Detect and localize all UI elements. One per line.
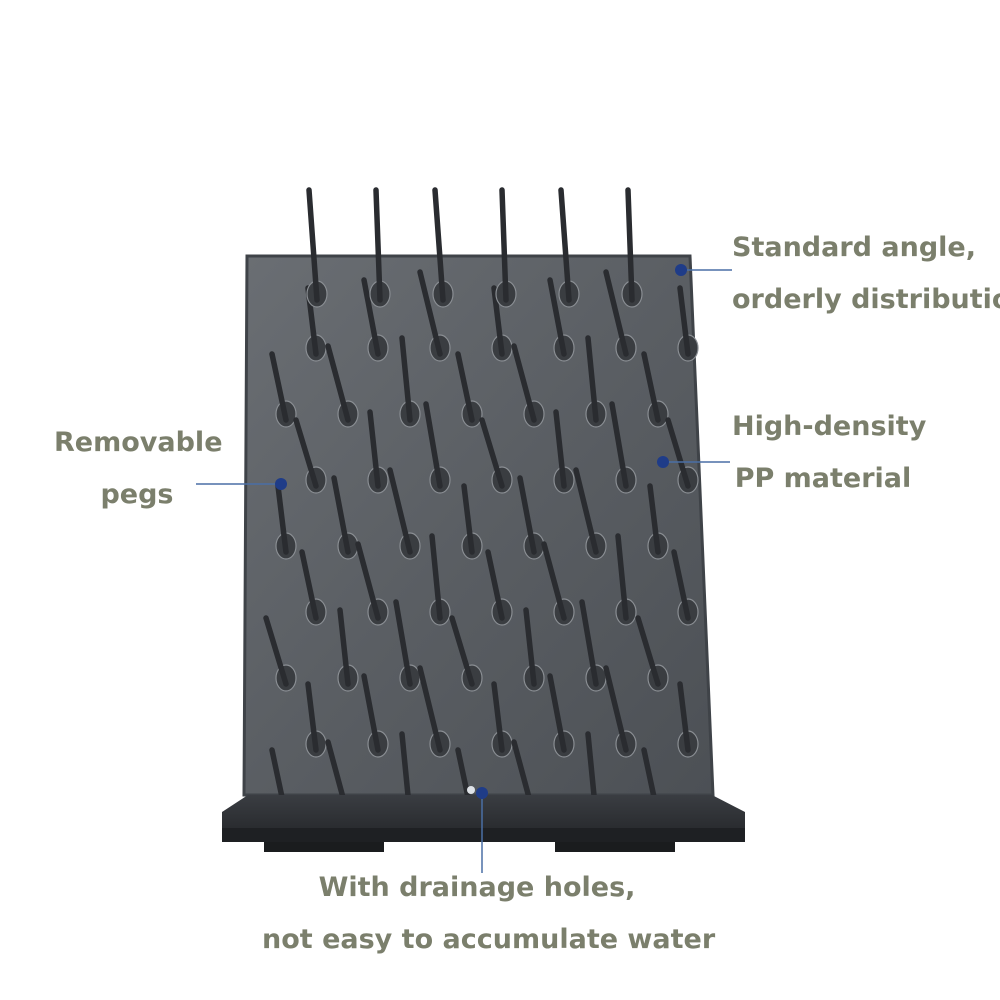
top-peg	[495, 187, 517, 308]
peg	[367, 409, 389, 494]
peg	[677, 681, 699, 758]
peg	[671, 549, 699, 626]
callout-drainage-line1: With drainage holes,	[318, 872, 636, 903]
marker-dot-standard-angle	[675, 264, 687, 276]
peg	[517, 475, 545, 560]
peg	[609, 401, 637, 494]
peg	[573, 467, 607, 560]
marker-dot-high-density	[657, 456, 669, 468]
peg	[677, 285, 699, 362]
callout-removable-pegs-line1: Removable	[54, 427, 223, 458]
peg	[647, 483, 669, 560]
peg	[665, 417, 699, 494]
peg	[417, 665, 451, 758]
peg	[325, 343, 359, 428]
callout-high-density: High-density PP material	[732, 401, 927, 505]
peg	[337, 607, 359, 692]
peg	[461, 483, 483, 560]
peg	[511, 343, 545, 428]
peg	[361, 673, 389, 758]
peg	[423, 401, 451, 494]
peg	[455, 351, 483, 428]
peg	[491, 681, 513, 758]
callout-standard-angle: Standard angle, orderly distribution	[732, 222, 1000, 326]
marker-dot-drainage	[476, 787, 488, 799]
callout-high-density-line1: High-density	[732, 411, 927, 442]
callout-standard-angle-line2: orderly distribution	[732, 284, 1000, 315]
peg	[269, 351, 297, 428]
peg	[449, 615, 483, 692]
peg	[429, 533, 451, 626]
peg	[485, 549, 513, 626]
peg	[603, 665, 637, 758]
peg	[355, 541, 389, 626]
top-peg	[432, 187, 454, 308]
peg	[585, 335, 607, 428]
top-peg	[306, 187, 328, 308]
peg	[393, 599, 421, 692]
peg	[417, 269, 451, 362]
peg	[547, 277, 575, 362]
marker-dot-removable-pegs	[275, 478, 287, 490]
peg	[523, 607, 545, 692]
callout-removable-pegs-line2: pegs	[100, 479, 174, 510]
drip-tray-lip	[222, 828, 745, 842]
callout-drainage: With drainage holes, not easy to accumul…	[262, 862, 716, 966]
peg	[641, 351, 669, 428]
peg	[491, 285, 513, 362]
tray-foot-left	[264, 842, 384, 852]
peg-grid	[263, 269, 699, 824]
callout-removable-pegs: Removable pegs	[54, 417, 223, 521]
peg	[331, 475, 359, 560]
peg	[547, 673, 575, 758]
peg	[275, 483, 297, 560]
peg	[479, 417, 513, 494]
peg	[603, 269, 637, 362]
peg	[635, 615, 669, 692]
top-peg-row	[306, 187, 643, 308]
peg	[361, 277, 389, 362]
top-peg	[558, 187, 580, 308]
peg	[399, 335, 421, 428]
peg	[387, 467, 421, 560]
peg	[579, 599, 607, 692]
top-peg	[369, 187, 391, 308]
tray-foot-right	[555, 842, 675, 852]
drainage-hole	[467, 786, 475, 794]
peg	[541, 541, 575, 626]
peg	[615, 533, 637, 626]
callout-standard-angle-line1: Standard angle,	[732, 232, 976, 263]
top-peg	[621, 187, 643, 308]
peg	[293, 417, 327, 494]
peg	[299, 549, 327, 626]
peg	[553, 409, 575, 494]
peg	[263, 615, 297, 692]
callout-high-density-line2: PP material	[734, 463, 912, 494]
callout-drainage-line2: not easy to accumulate water	[262, 924, 716, 955]
